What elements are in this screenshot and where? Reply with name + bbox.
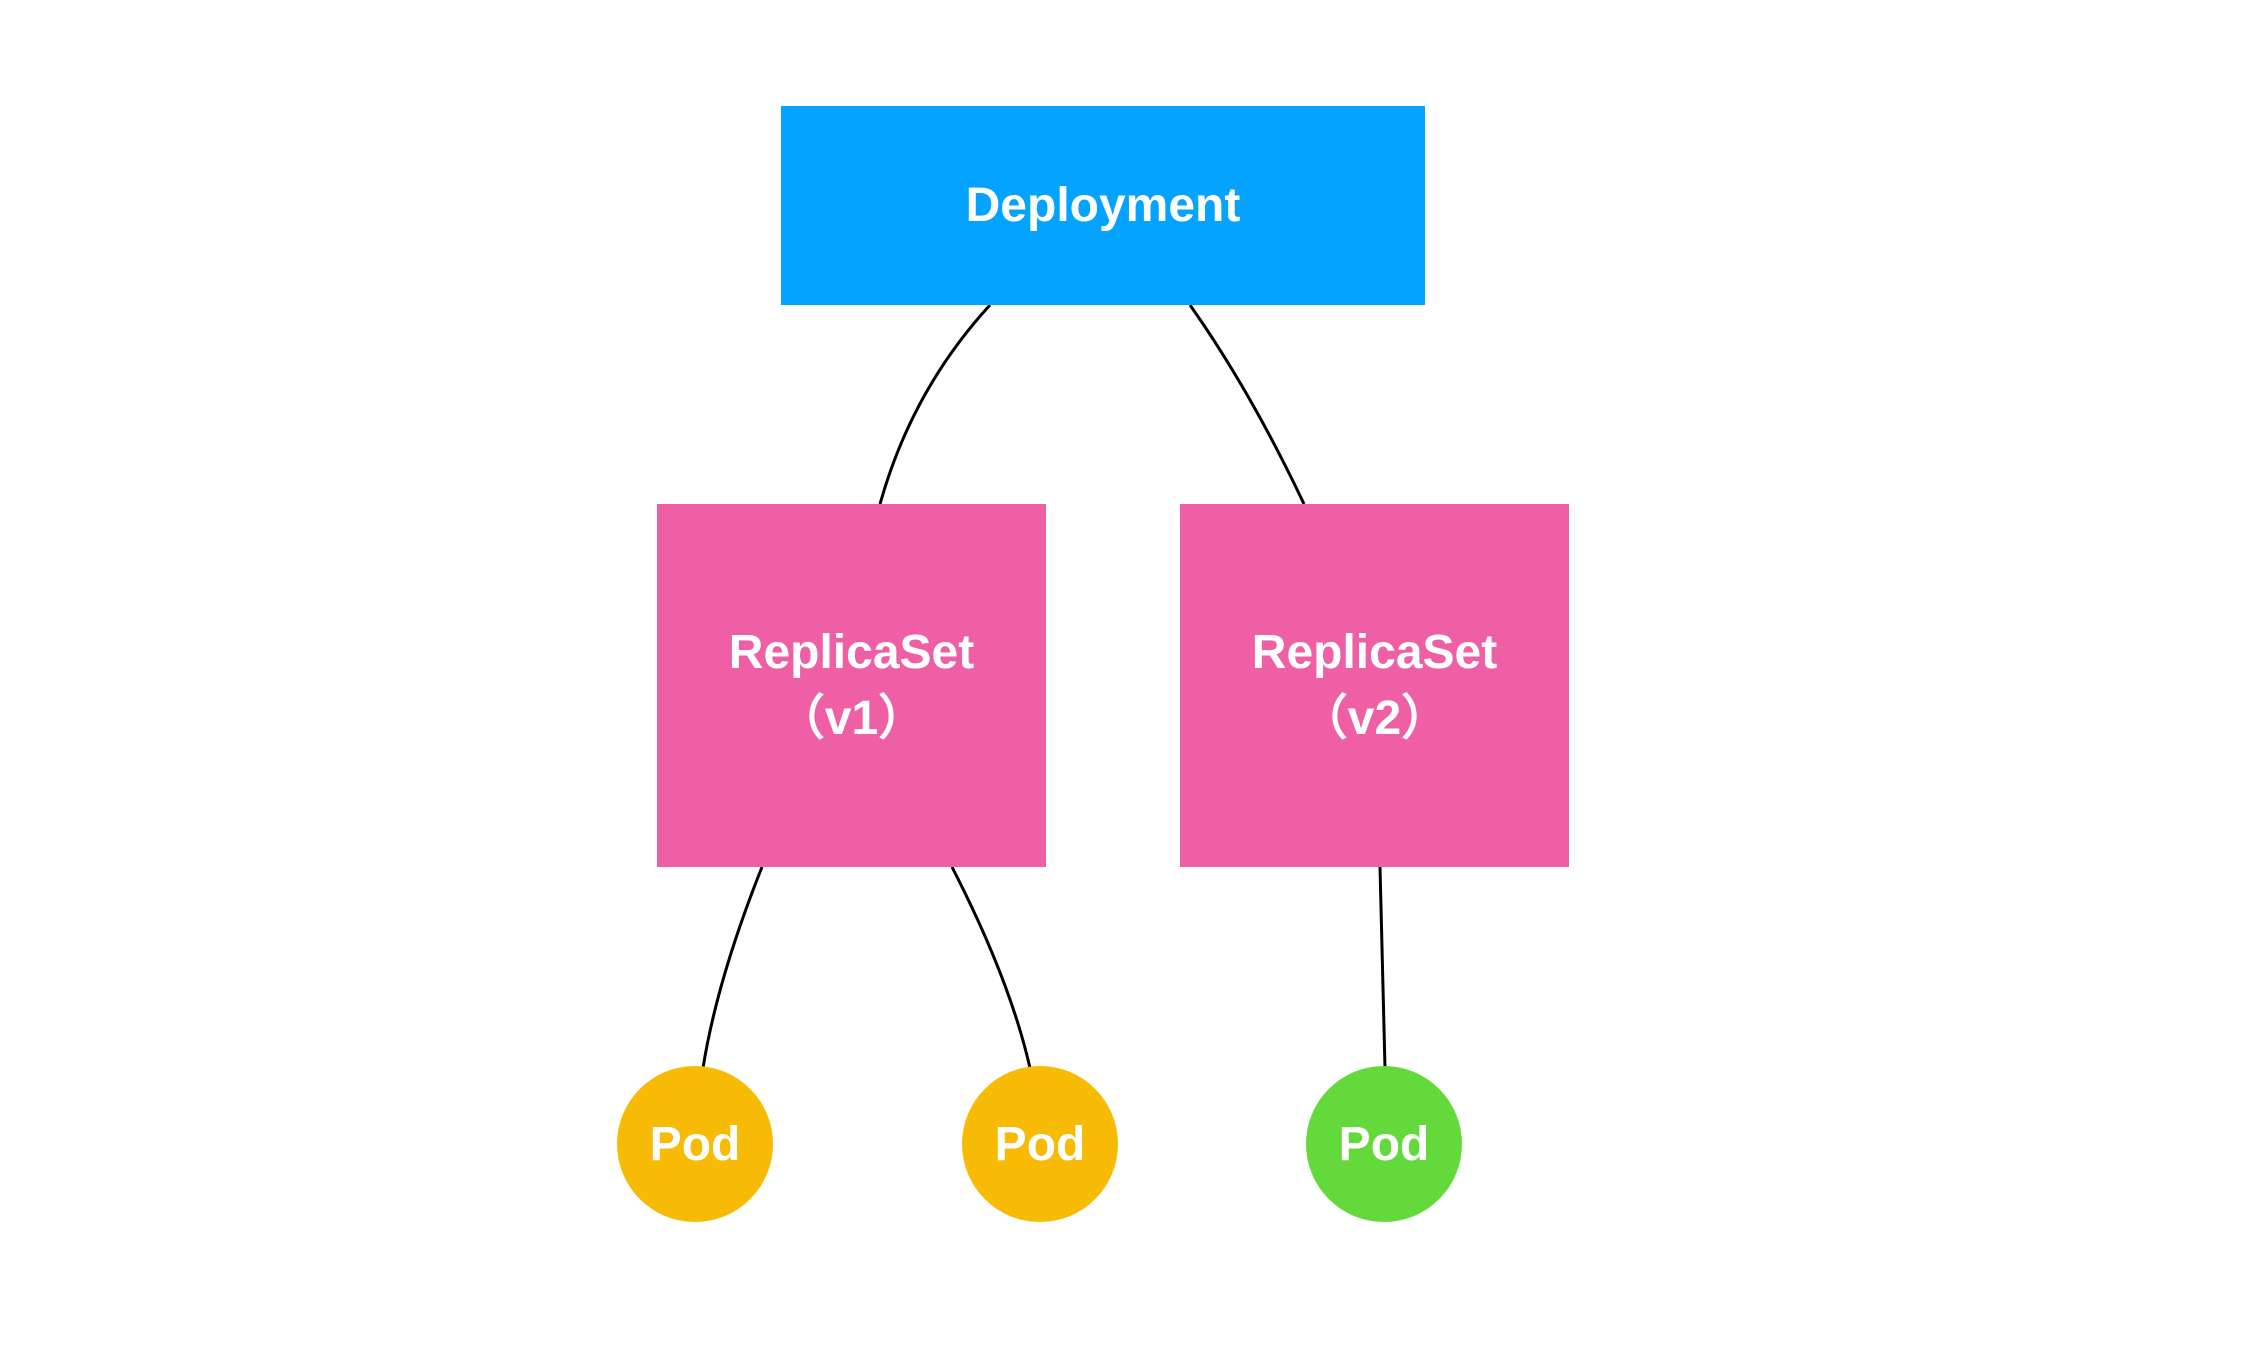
connector-rs2-pod3	[1378, 866, 1387, 1069]
pod-v1-a: Pod	[617, 1066, 773, 1222]
deployment-label: Deployment	[965, 179, 1241, 232]
pod-label: Pod	[994, 1117, 1086, 1171]
connector-deployment-rs1	[878, 303, 992, 505]
pod-label: Pod	[649, 1117, 741, 1171]
pod-v2-a: Pod	[1306, 1066, 1462, 1222]
deployment-node: Deployment	[781, 106, 1425, 305]
pod-label: Pod	[1338, 1117, 1430, 1171]
connector-deployment-rs2	[1188, 304, 1306, 505]
connector-rs1-pod1	[701, 866, 764, 1069]
replicaset-v2-name: ReplicaSet	[1251, 625, 1498, 679]
replicaset-v2-node: ReplicaSet （v2）	[1180, 504, 1569, 867]
replicaset-v1-node: ReplicaSet （v1）	[657, 504, 1046, 867]
pod-v1-b: Pod	[962, 1066, 1118, 1222]
replicaset-v1-version: （v1）	[776, 691, 927, 745]
replicaset-v1-name: ReplicaSet	[728, 625, 975, 679]
connector-rs1-pod2	[950, 866, 1032, 1069]
replicaset-v2-version: （v2）	[1299, 691, 1450, 745]
